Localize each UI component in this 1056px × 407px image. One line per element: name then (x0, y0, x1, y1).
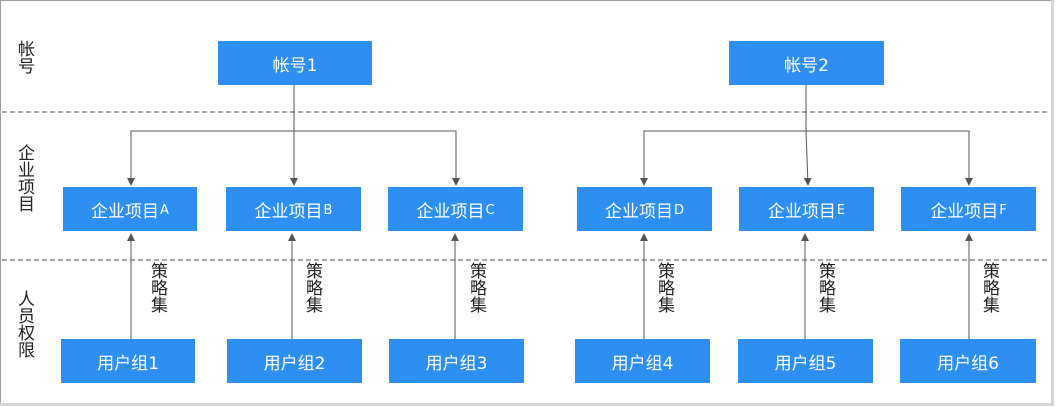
connector-account2-project-d (640, 130, 806, 186)
user-group-box-2: 用户组2 (227, 339, 362, 383)
project-code: A (160, 203, 169, 218)
user-group-box-6: 用户组6 (900, 339, 1036, 383)
project-code: C (485, 203, 495, 218)
project-name: 企业项目 (91, 201, 160, 222)
project-code: D (673, 203, 684, 218)
account-box-2: 帐号2 (729, 41, 884, 85)
user-group-box-3: 用户组3 (389, 339, 524, 383)
project-name: 企业项目 (416, 201, 485, 222)
policy-label-5: 策略集 (815, 262, 835, 313)
row-label-account: 帐号 (14, 40, 34, 74)
policy-label-2: 策略集 (302, 262, 322, 313)
policy-label-4: 策略集 (654, 262, 674, 313)
project-code: B (323, 203, 333, 218)
policy-label-1: 策略集 (147, 262, 167, 313)
connector-account2-project-e (803, 130, 812, 186)
connector-account1-project-c (294, 130, 460, 186)
user-group-box-1: 用户组1 (61, 339, 195, 383)
project-code: E (836, 203, 846, 218)
policy-label-6: 策略集 (979, 262, 999, 313)
connector-account2-project-f (806, 130, 973, 186)
policy-label-3: 策略集 (466, 262, 486, 313)
row-label-project: 企业项目 (14, 144, 34, 212)
connector-account1-project-a (127, 130, 294, 186)
row-label-permission: 人员权限 (14, 290, 34, 358)
frame-shadow-bottom (0, 403, 1054, 406)
project-name: 企业项目 (254, 201, 323, 222)
user-group-box-5: 用户组5 (738, 339, 873, 383)
frame-shadow-right (1051, 0, 1054, 406)
user-group-box-4: 用户组4 (575, 339, 710, 383)
account-box-1: 帐号1 (218, 41, 372, 85)
project-name: 企业项目 (767, 201, 836, 222)
project-code: F (999, 203, 1007, 218)
project-name: 企业项目 (604, 201, 673, 222)
project-name: 企业项目 (930, 201, 999, 222)
